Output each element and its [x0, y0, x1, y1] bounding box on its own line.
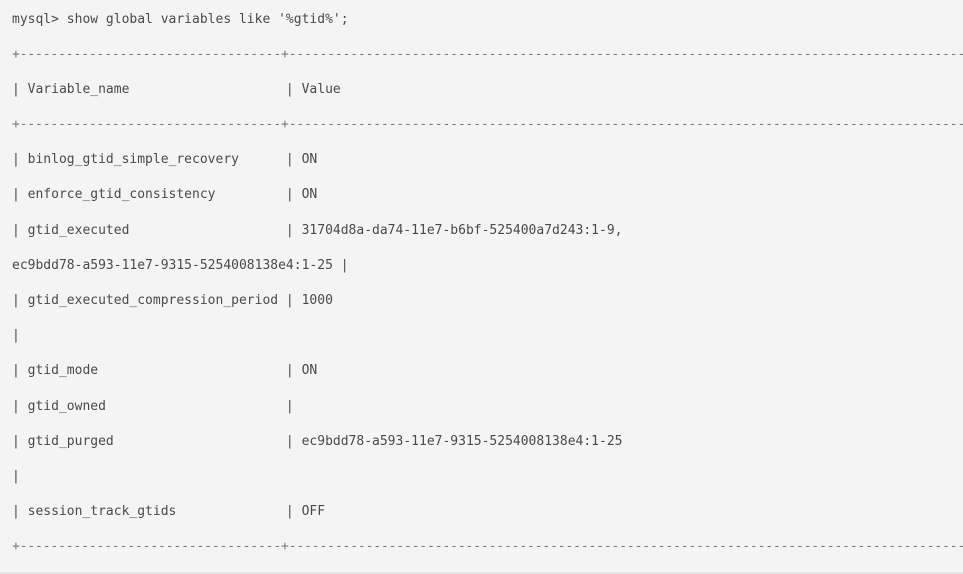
table-bottom-border: +----------------------------------+----…: [12, 539, 963, 554]
command-line: mysql> show global variables like '%gtid…: [12, 12, 349, 27]
table-header-row: | Variable_name | Value |: [12, 82, 963, 97]
table-row-continuation: |: [12, 328, 20, 343]
table-top-border: +----------------------------------+----…: [12, 47, 963, 62]
table-row-continuation: ec9bdd78-a593-11e7-9315-5254008138e4:1-2…: [12, 258, 349, 273]
table-row: | gtid_owned | |: [12, 399, 963, 414]
table-row: | enforce_gtid_consistency | ON |: [12, 187, 963, 202]
table-row: | gtid_executed | 31704d8a-da74-11e7-b6b…: [12, 223, 623, 238]
table-header-border: +----------------------------------+----…: [12, 117, 963, 132]
table-row-continuation: |: [12, 469, 20, 484]
table-row: | gtid_executed_compression_period | 100…: [12, 293, 333, 308]
table-row: | binlog_gtid_simple_recovery | ON |: [12, 152, 963, 167]
table-row: | gtid_purged | ec9bdd78-a593-11e7-9315-…: [12, 434, 623, 449]
table-row: | gtid_mode | ON |: [12, 363, 963, 378]
table-row: | session_track_gtids | OFF |: [12, 504, 963, 519]
